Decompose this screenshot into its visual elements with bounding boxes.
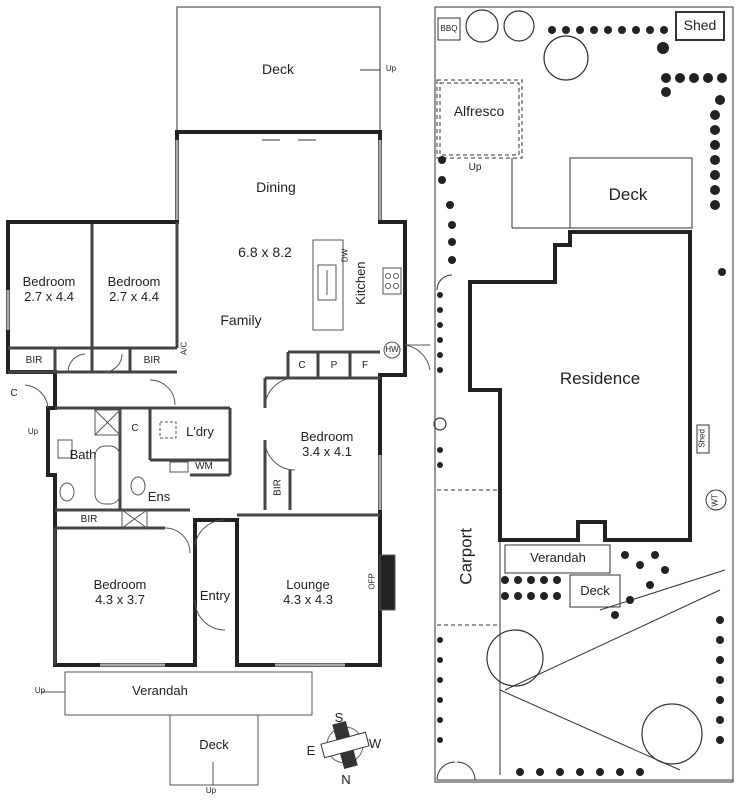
cupboard-label-kitchen: C bbox=[298, 360, 306, 371]
up-label-deck-front: Up bbox=[205, 786, 217, 795]
bir-label-1: BIR bbox=[25, 355, 43, 366]
fridge-label: F bbox=[361, 360, 369, 371]
room-label-bedroom-4: Bedroom bbox=[93, 577, 147, 592]
room-label-entry: Entry bbox=[199, 588, 231, 603]
room-dims-lounge: 4.3 x 4.3 bbox=[283, 592, 333, 607]
room-label-dining: Dining bbox=[256, 179, 296, 195]
trees bbox=[433, 9, 703, 765]
room-dims-bedroom-2: 2.7 x 4.4 bbox=[109, 289, 159, 304]
residence-outline bbox=[468, 230, 692, 542]
open-fireplace-label: OFP bbox=[367, 573, 377, 590]
room-label-deck-front: Deck bbox=[199, 737, 229, 752]
compass-south: S bbox=[334, 710, 344, 725]
bir-label-bedroom-3: BIR bbox=[272, 479, 284, 496]
cupboard-label-left: C bbox=[10, 388, 18, 399]
exterior-wall bbox=[6, 130, 407, 667]
site-label-carport: Carport bbox=[456, 528, 476, 585]
compass-north: N bbox=[341, 772, 351, 787]
room-label-bedroom-2: Bedroom bbox=[107, 274, 161, 289]
room-label-laundry: L'dry bbox=[186, 424, 214, 439]
room-label-ensuite: Ens bbox=[147, 489, 171, 504]
compass-west: W bbox=[368, 736, 382, 751]
site-label-shed: Shed bbox=[683, 17, 717, 33]
site-label-deck-front: Deck bbox=[580, 583, 610, 598]
room-label-bedroom-3: Bedroom bbox=[300, 429, 354, 444]
up-label-verandah: Up bbox=[34, 686, 46, 695]
room-label-bedroom-1: Bedroom bbox=[22, 274, 76, 289]
site-label-deck: Deck bbox=[608, 185, 648, 204]
site-label-alfresco: Alfresco bbox=[453, 103, 505, 119]
room-label-bath: Bath bbox=[69, 447, 97, 462]
room-dims-living: 6.8 x 8.2 bbox=[238, 244, 292, 260]
site-boundary bbox=[434, 6, 734, 783]
site-label-shed-small: Shed bbox=[697, 429, 707, 448]
site-label-residence: Residence bbox=[559, 369, 641, 388]
hot-water-label: HW bbox=[385, 345, 399, 354]
site-label-bbq: BBQ bbox=[440, 24, 458, 33]
pantry-label: P bbox=[330, 360, 338, 371]
room-label-verandah: Verandah bbox=[132, 683, 188, 698]
room-dims-bedroom-3: 3.4 x 4.1 bbox=[302, 444, 352, 459]
compass bbox=[320, 720, 370, 770]
up-label-deck-rear: Up bbox=[385, 64, 397, 73]
room-dims-bedroom-1: 2.7 x 4.4 bbox=[24, 289, 74, 304]
room-dims-bedroom-4: 4.3 x 3.7 bbox=[95, 592, 145, 607]
ac-label: A/C bbox=[179, 341, 189, 356]
site-label-up: Up bbox=[468, 162, 482, 173]
room-label-lounge: Lounge bbox=[286, 577, 330, 592]
washing-machine-label: WM bbox=[195, 461, 213, 472]
bir-label-ensuite: BIR bbox=[80, 514, 98, 525]
dishwasher-label: DW bbox=[340, 248, 350, 263]
site-label-water-tank: WT bbox=[710, 494, 720, 507]
room-label-family: Family bbox=[220, 312, 262, 328]
room-label-deck-rear: Deck bbox=[262, 61, 294, 77]
compass-east: E bbox=[306, 743, 316, 758]
cupboard-label-laundry: C bbox=[131, 423, 139, 434]
up-label-left: Up bbox=[27, 427, 39, 436]
bir-label-2: BIR bbox=[143, 355, 161, 366]
room-label-kitchen: Kitchen bbox=[352, 261, 368, 305]
hedges bbox=[437, 26, 727, 776]
site-label-verandah: Verandah bbox=[530, 550, 586, 565]
